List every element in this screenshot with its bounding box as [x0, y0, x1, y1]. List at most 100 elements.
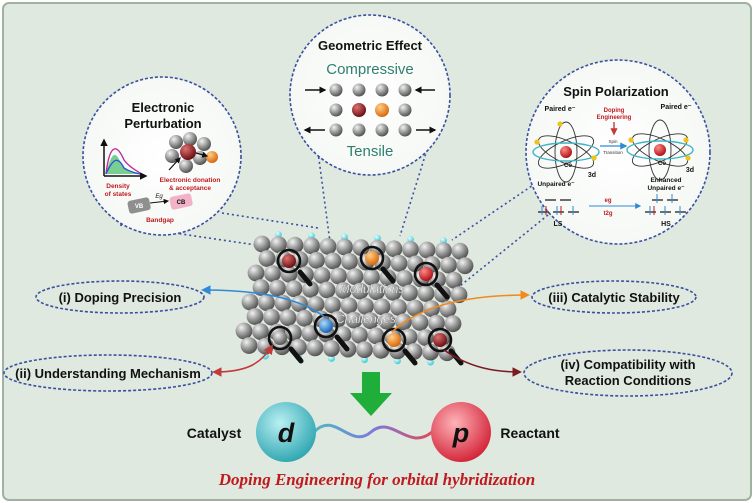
unpaired-label: Unpaired e⁻: [537, 181, 575, 188]
surface-atom: [440, 237, 447, 245]
3d-left-label: 3d: [588, 172, 596, 179]
electron-dot: [685, 155, 691, 161]
geometric-title: Geometric Effect: [318, 38, 423, 53]
doping-engineering-line1: Doping: [604, 108, 625, 114]
magnifier-icon: [413, 261, 450, 300]
dopant-atom-red: [419, 267, 433, 281]
dopant-atom-blue: [319, 319, 333, 333]
lattice-atom: [368, 283, 385, 301]
lattice-atom: [240, 337, 258, 354]
spin-arrows: [541, 194, 681, 215]
lattice-atom: [246, 308, 264, 325]
lattice-atom: [390, 254, 408, 272]
lattice-atom: [252, 323, 269, 340]
lattice-atom: [285, 280, 303, 298]
doping-engineering-line2: Engineering: [597, 115, 632, 121]
magnifier-icon: [276, 248, 313, 287]
challenges-label: Challenges: [336, 312, 396, 326]
dos-label-line2: of states: [105, 191, 132, 198]
challenge-understanding-mechanism-label: (ii) Understanding Mechanism: [15, 366, 201, 381]
lattice-atom: [440, 256, 457, 274]
electron-dot: [591, 155, 597, 161]
cb-label: CB: [177, 200, 186, 206]
3d-right-label: 3d: [686, 167, 694, 174]
surface-atom: [275, 231, 282, 239]
paired-left-label: Paired e⁻: [545, 106, 576, 113]
p-orbital-label: p: [452, 418, 470, 448]
d-orbital-circle: [256, 402, 316, 462]
lattice-atom: [324, 296, 341, 314]
lattice-atom: [378, 312, 396, 330]
p-orbital-circle: [431, 402, 491, 462]
dopant-atom-dark-red: [282, 254, 296, 268]
reactant-label: Reactant: [500, 425, 559, 441]
enhanced-label-line1: Enhanced: [650, 177, 681, 184]
tensile-label: Tensile: [347, 143, 394, 160]
magnifier-icon: [359, 245, 396, 284]
spin-polarization-panel: Spin Polarization Paired e⁻ Paired e⁻ Do…: [525, 59, 711, 245]
catalyst-label: Catalyst: [187, 425, 242, 441]
lattice-atom: [302, 280, 319, 298]
arrow-doping-precision: [201, 285, 327, 319]
lattice-atom: [456, 257, 474, 275]
lattice-atom: [363, 268, 380, 286]
lattice-atom: [296, 309, 313, 327]
lattice-atom: [411, 314, 429, 331]
modulations-label: Modulations: [340, 282, 405, 296]
magnifier-group: [267, 245, 464, 366]
lattice-atom: [329, 311, 346, 328]
cobalt-right-label: Co: [658, 161, 666, 167]
lattice-atom: [270, 236, 287, 254]
lattice-atom: [346, 268, 364, 285]
surface-atom: [394, 357, 401, 365]
dopant-atom-orange: [365, 251, 379, 265]
arrow-understanding-mechanism: [212, 344, 274, 377]
bandgap-diagram: [127, 193, 193, 214]
surface-atom: [308, 232, 315, 240]
eg-level-label: eg: [604, 198, 611, 204]
lattice-atom: [319, 238, 337, 255]
electron-donation-cluster: [165, 132, 218, 173]
eg-label: Eg: [155, 194, 163, 200]
compressive-label: Compressive: [326, 61, 414, 78]
surface-atom: [374, 234, 381, 242]
host-atom: [273, 331, 287, 345]
arrow-catalytic-stability: [391, 290, 530, 333]
spin-transition-line1: Spin: [608, 139, 618, 144]
donation-label-line2: & acceptance: [169, 185, 211, 192]
orbit-atom-left: [532, 121, 600, 183]
lattice-atom: [241, 293, 259, 311]
lattice-atom: [341, 253, 358, 270]
lattice-atom: [372, 341, 390, 359]
lattice-atom: [435, 242, 452, 259]
magnifier-icon: [313, 313, 350, 352]
geometric-panel-border: [289, 14, 451, 176]
cobalt-left-label: Co: [564, 163, 572, 169]
lattice-atom: [356, 341, 373, 359]
strain-arrows: [303, 86, 437, 134]
dopant-atom-dark-red: [433, 333, 447, 347]
surface-atom: [427, 358, 434, 366]
surface-atom: [407, 236, 414, 243]
density-of-states-plot: [100, 138, 148, 180]
strain-atom-grid: [329, 83, 412, 137]
lattice-atom: [323, 340, 340, 357]
lattice-atom: [258, 294, 275, 311]
electron-dot: [557, 121, 563, 127]
lattice-atom: [351, 326, 368, 344]
challenge-catalytic-stability: (iii) Catalytic Stability: [531, 280, 697, 314]
caption: Doping Engineering for orbital hybridiza…: [218, 470, 535, 489]
ls-label: LS: [554, 221, 563, 228]
challenge-doping-precision: (i) Doping Precision: [35, 280, 205, 314]
lattice-atom: [303, 237, 320, 255]
electronic-title-line2: Perturbation: [124, 116, 201, 131]
lattice-atom: [279, 309, 297, 327]
lattice-atom: [253, 235, 271, 253]
lattice-atom: [417, 285, 435, 302]
arrow-compatibility: [443, 349, 522, 377]
electron-dot: [534, 139, 540, 145]
lattice-atom: [308, 251, 325, 269]
magnifier-icon: [381, 327, 418, 366]
spin-panel-border: [525, 59, 711, 245]
lattice-atom: [307, 296, 325, 313]
